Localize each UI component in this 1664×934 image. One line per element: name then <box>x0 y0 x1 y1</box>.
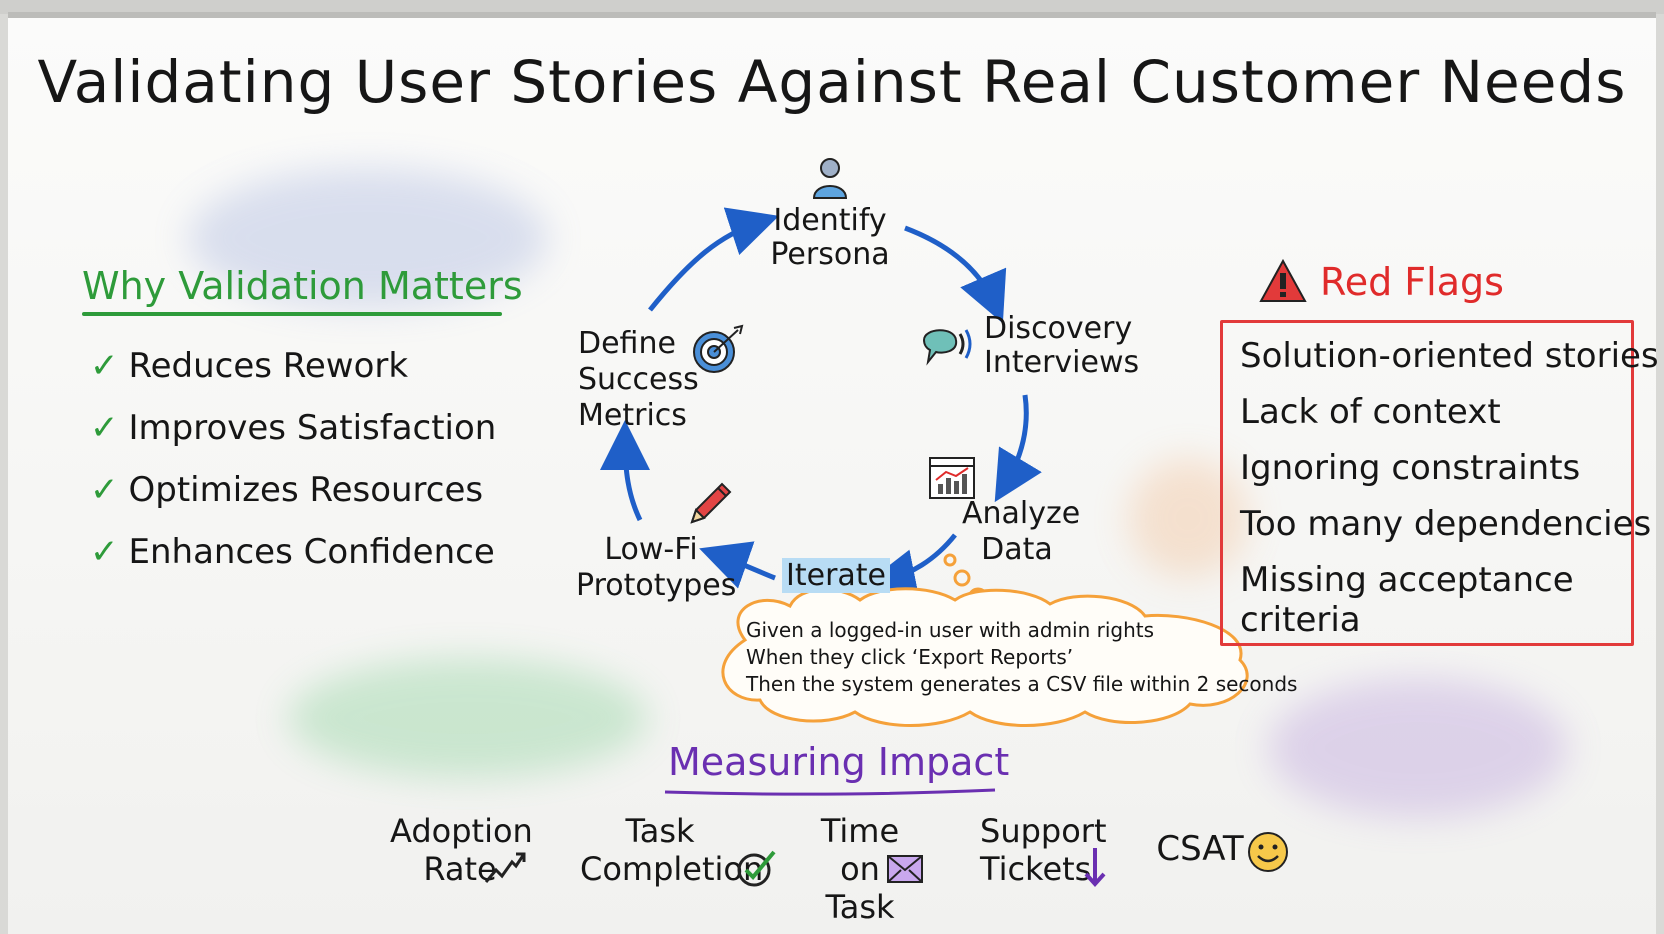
step-analyze-line1: Analyze <box>962 496 1081 531</box>
pencil-icon <box>690 482 732 524</box>
arrow-down-icon <box>1084 848 1106 887</box>
impact-underline <box>664 788 996 796</box>
arrow-iterate-to-prototypes <box>699 541 776 589</box>
red-flags-heading: Red Flags <box>1320 260 1504 304</box>
metric-label: Completion <box>580 850 764 888</box>
smudge <box>1268 678 1568 818</box>
why-item-label: Optimizes Resources <box>128 470 484 510</box>
impact-heading: Measuring Impact <box>668 740 1010 784</box>
smudge <box>288 658 648 778</box>
metric-task-completion: Task Completion <box>580 812 764 888</box>
whiteboard <box>8 12 1656 934</box>
example-line: Given a logged-in user with admin rights <box>746 618 1155 642</box>
step-metrics-line2: Success <box>578 362 699 397</box>
smiley-icon <box>1248 832 1288 872</box>
check-icon: ✓ <box>90 470 119 510</box>
step-metrics-line3: Metrics <box>578 398 687 433</box>
metric-label: Rate <box>423 850 497 888</box>
step-analyze-line2: Data <box>981 532 1053 567</box>
metric-label: Adoption <box>390 812 533 850</box>
arrow-discovery-to-analyze <box>994 394 1042 503</box>
step-iterate-label: Iterate <box>782 558 891 593</box>
metric-csat: CSAT <box>1150 830 1250 868</box>
metric-label: Task <box>625 812 695 850</box>
smudge <box>1128 458 1248 578</box>
metric-label: Tickets <box>980 850 1092 888</box>
arrow-analyze-to-iterate <box>865 533 957 599</box>
red-flags-box <box>1220 320 1634 646</box>
check-circle-icon <box>737 850 776 887</box>
why-item: ✓Optimizes Resources <box>90 470 483 510</box>
red-flag-item: Ignoring constraints <box>1240 448 1581 488</box>
step-prototypes-line2: Prototypes <box>576 568 737 603</box>
person-icon <box>812 158 848 199</box>
step-persona: Identify Persona <box>770 204 890 272</box>
step-metrics-line1: Define <box>578 326 676 361</box>
metric-time-on-task: Time on Task <box>800 812 920 926</box>
step-iterate: Iterate <box>782 558 891 593</box>
thought-dot <box>943 553 957 567</box>
step-discovery: Discovery Interviews <box>984 312 1139 380</box>
warning-icon <box>1259 258 1307 302</box>
example-line: Then the system generates a CSV file wit… <box>746 672 1298 696</box>
red-flag-item: Too many dependencies <box>1240 504 1652 544</box>
why-item-label: Enhances Confidence <box>128 532 495 572</box>
chart-icon <box>929 457 975 499</box>
check-icon: ✓ <box>90 346 119 386</box>
smudge <box>188 168 548 308</box>
arrow-prototypes-to-metrics <box>600 420 651 522</box>
why-underline <box>82 312 502 316</box>
why-item-label: Improves Satisfaction <box>128 408 497 448</box>
page-title: Validating User Stories Against Real Cus… <box>37 48 1627 116</box>
speech-icon <box>922 329 972 366</box>
why-item-label: Reduces Rework <box>128 346 409 386</box>
arrow-metrics-to-persona <box>648 207 780 312</box>
step-persona-line2: Persona <box>770 237 890 272</box>
step-discovery-line1: Discovery <box>984 311 1133 346</box>
step-persona-line1: Identify <box>773 203 887 238</box>
metric-support-tickets: Support Tickets <box>980 812 1107 888</box>
why-item: ✓Reduces Rework <box>90 346 408 386</box>
envelope-icon <box>887 855 923 883</box>
check-icon: ✓ <box>90 408 119 448</box>
why-item: ✓Improves Satisfaction <box>90 408 496 448</box>
thought-dot <box>953 569 971 587</box>
metric-label: Support <box>980 812 1107 850</box>
trend-up-icon <box>484 852 526 883</box>
red-flag-item: Lack of context <box>1240 392 1501 432</box>
step-analyze: Analyze Data <box>962 496 1081 568</box>
red-flag-item: Missing acceptance criteria <box>1240 560 1574 640</box>
metric-label: Task <box>825 888 895 926</box>
metric-adoption: Adoption Rate <box>390 812 533 888</box>
target-icon <box>693 324 744 373</box>
metric-label: CSAT <box>1156 829 1244 869</box>
step-discovery-line2: Interviews <box>984 345 1140 380</box>
red-flag-item: Solution-oriented stories <box>1240 336 1659 376</box>
whiteboard-rail <box>0 0 1664 14</box>
step-prototypes: Low-Fi Prototypes <box>576 532 737 604</box>
metric-label: Time on <box>820 812 900 888</box>
step-prototypes-line1: Low-Fi <box>604 532 698 567</box>
check-icon: ✓ <box>90 532 119 572</box>
why-item: ✓Enhances Confidence <box>90 532 495 572</box>
step-metrics: Define Success Metrics <box>578 326 699 434</box>
arrow-persona-to-discovery <box>904 225 1007 324</box>
example-cloud <box>721 587 1249 727</box>
example-line: When they click ‘Export Reports’ <box>746 645 1074 669</box>
why-heading: Why Validation Matters <box>82 264 523 308</box>
